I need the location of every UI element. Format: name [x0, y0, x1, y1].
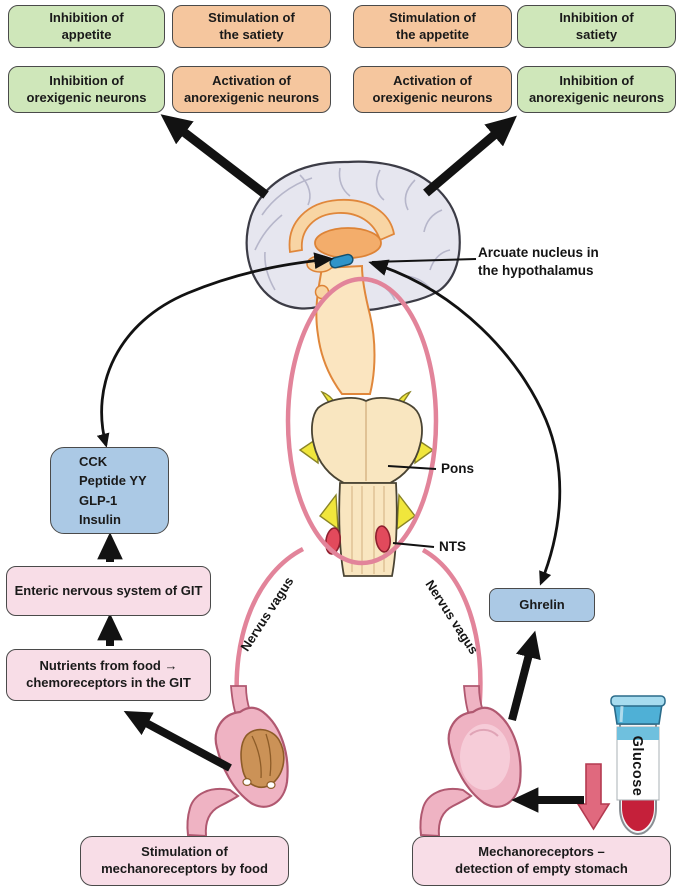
nts-label: NTS: [439, 539, 466, 554]
arrows-layer: [96, 114, 584, 813]
arrow-hormones-to-arcuate: [96, 252, 334, 448]
vagus-left-branch: [234, 546, 305, 713]
glucose-test-tube: [610, 695, 666, 836]
corpus-callosum: [288, 199, 396, 254]
empty-stomach-cavity: [460, 724, 510, 790]
stomach-full-illustration: [186, 684, 289, 838]
arcuate-label-pointer-line: [371, 258, 477, 263]
outcome-box-activation-orexigenic: Activation of orexigenic neurons: [353, 66, 512, 113]
outcome-box-stimulation-satiety: Stimulation of the satiety: [172, 5, 331, 48]
outcome-box-activation-anorexigenic: Activation of anorexigenic neurons: [172, 66, 331, 113]
pons-illustration: [298, 390, 435, 577]
mechanoreceptors-food-box: Stimulation of mechanoreceptors by food: [80, 836, 289, 886]
outcome-box-inhibition-orexigenic: Inhibition of orexigenic neurons: [8, 66, 165, 113]
mechanoreceptors-empty-box: Mechanoreceptors – detection of empty st…: [412, 836, 671, 886]
enteric-nervous-system-box: Enteric nervous system of GIT: [6, 566, 211, 616]
pons-label-pointer-line: [387, 465, 437, 470]
glucose-decrease-arrow: [576, 763, 611, 831]
pons-label: Pons: [441, 461, 475, 476]
satiety-hormones-box: CCK Peptide YY GLP-1 Insulin: [50, 447, 169, 534]
outcome-box-stimulation-appetite: Stimulation of the appetite: [353, 5, 512, 48]
tube-label-band: [617, 727, 659, 740]
glucose-tube-label: Glucose: [629, 735, 645, 797]
stomach-empty-illustration: [419, 684, 522, 838]
thalamus: [314, 227, 382, 259]
arrow-brain-to-left-outcomes: [160, 114, 269, 199]
arrow-brain-to-right-outcomes: [423, 115, 517, 197]
arrow-stomach-to-ghrelin: [508, 630, 541, 722]
outcome-box-inhibition-appetite: Inhibition of appetite: [8, 5, 165, 48]
nutrients-chemoreceptors-box: Nutrients from food → chemoreceptors in …: [6, 649, 211, 701]
arcuate-nucleus-label: Arcuate nucleus in the hypothalamus: [478, 245, 599, 279]
tube-cap-top: [610, 695, 666, 707]
outcome-box-inhibition-satiety: Inhibition of satiety: [517, 5, 676, 48]
arrow-stomach-to-nutrients: [123, 710, 232, 772]
pons-body: [311, 397, 423, 484]
nts-label-pointer-line: [392, 542, 435, 548]
ghrelin-box: Ghrelin: [489, 588, 595, 622]
arrow-ghrelin-to-arcuate: [368, 259, 562, 586]
outcome-box-inhibition-anorexigenic: Inhibition of anorexigenic neurons: [517, 66, 676, 113]
